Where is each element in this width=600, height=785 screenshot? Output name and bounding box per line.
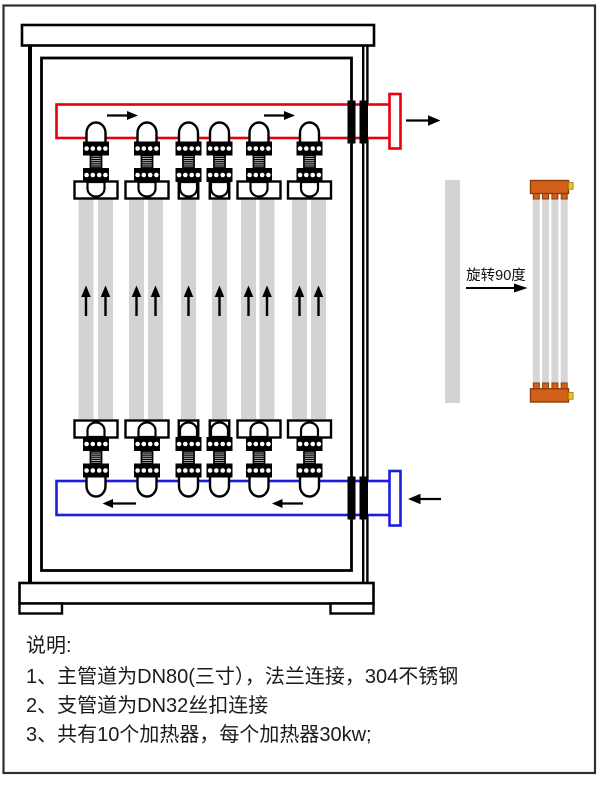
heater-tube — [239, 197, 258, 421]
rotate-90-label: 旋转90度 — [466, 267, 526, 284]
heater-tube — [127, 197, 146, 421]
terminal-tab-top — [568, 182, 574, 190]
heater-tube — [96, 197, 115, 421]
return-inlet-arrow — [408, 493, 441, 505]
rotate-arrow — [466, 283, 528, 293]
terminal-tab-bottom — [568, 392, 574, 400]
heater-tube — [146, 197, 165, 421]
cabinet — [18, 23, 376, 615]
heater-tube — [77, 197, 95, 421]
cabinet-base-panel — [18, 581, 375, 605]
rotated-heater-element — [529, 179, 574, 403]
cabinet-foot-left — [18, 602, 64, 615]
notes-heading: 说明: — [26, 634, 72, 657]
supply-outlet-arrow — [406, 115, 441, 126]
heater-tube — [258, 197, 276, 421]
heater-tube — [309, 197, 328, 421]
heater-tube — [210, 197, 229, 421]
rotated-view-callout: 旋转90度 — [445, 179, 574, 403]
note-line: 1、主管道为DN80(三寸），法兰连接，304不锈钢 — [26, 665, 458, 688]
supply-flow-arrows — [107, 111, 295, 120]
heater-side-view-bar — [445, 180, 460, 403]
cabinet-foot-right — [329, 602, 375, 615]
notes-block: 说明: 1、主管道为DN80(三寸），法兰连接，304不锈钢 2、支管道为DN3… — [26, 634, 458, 746]
element-tubes — [532, 197, 568, 385]
wall-crossing-seals — [347, 100, 368, 520]
heater-tube — [290, 197, 309, 421]
heater-tube — [179, 197, 198, 421]
note-line: 2、支管道为DN32丝扣连接 — [26, 694, 268, 717]
return-flow-arrows — [102, 499, 303, 508]
cabinet-inner-frame — [40, 56, 353, 572]
note-line: 3、共有10个加热器，每个加热器30kw; — [26, 723, 372, 746]
return-pipe-flange — [388, 469, 402, 527]
supply-pipe-flange — [388, 92, 402, 150]
manifold-bottom-cap — [529, 382, 570, 403]
cabinet-top-panel — [20, 23, 376, 47]
